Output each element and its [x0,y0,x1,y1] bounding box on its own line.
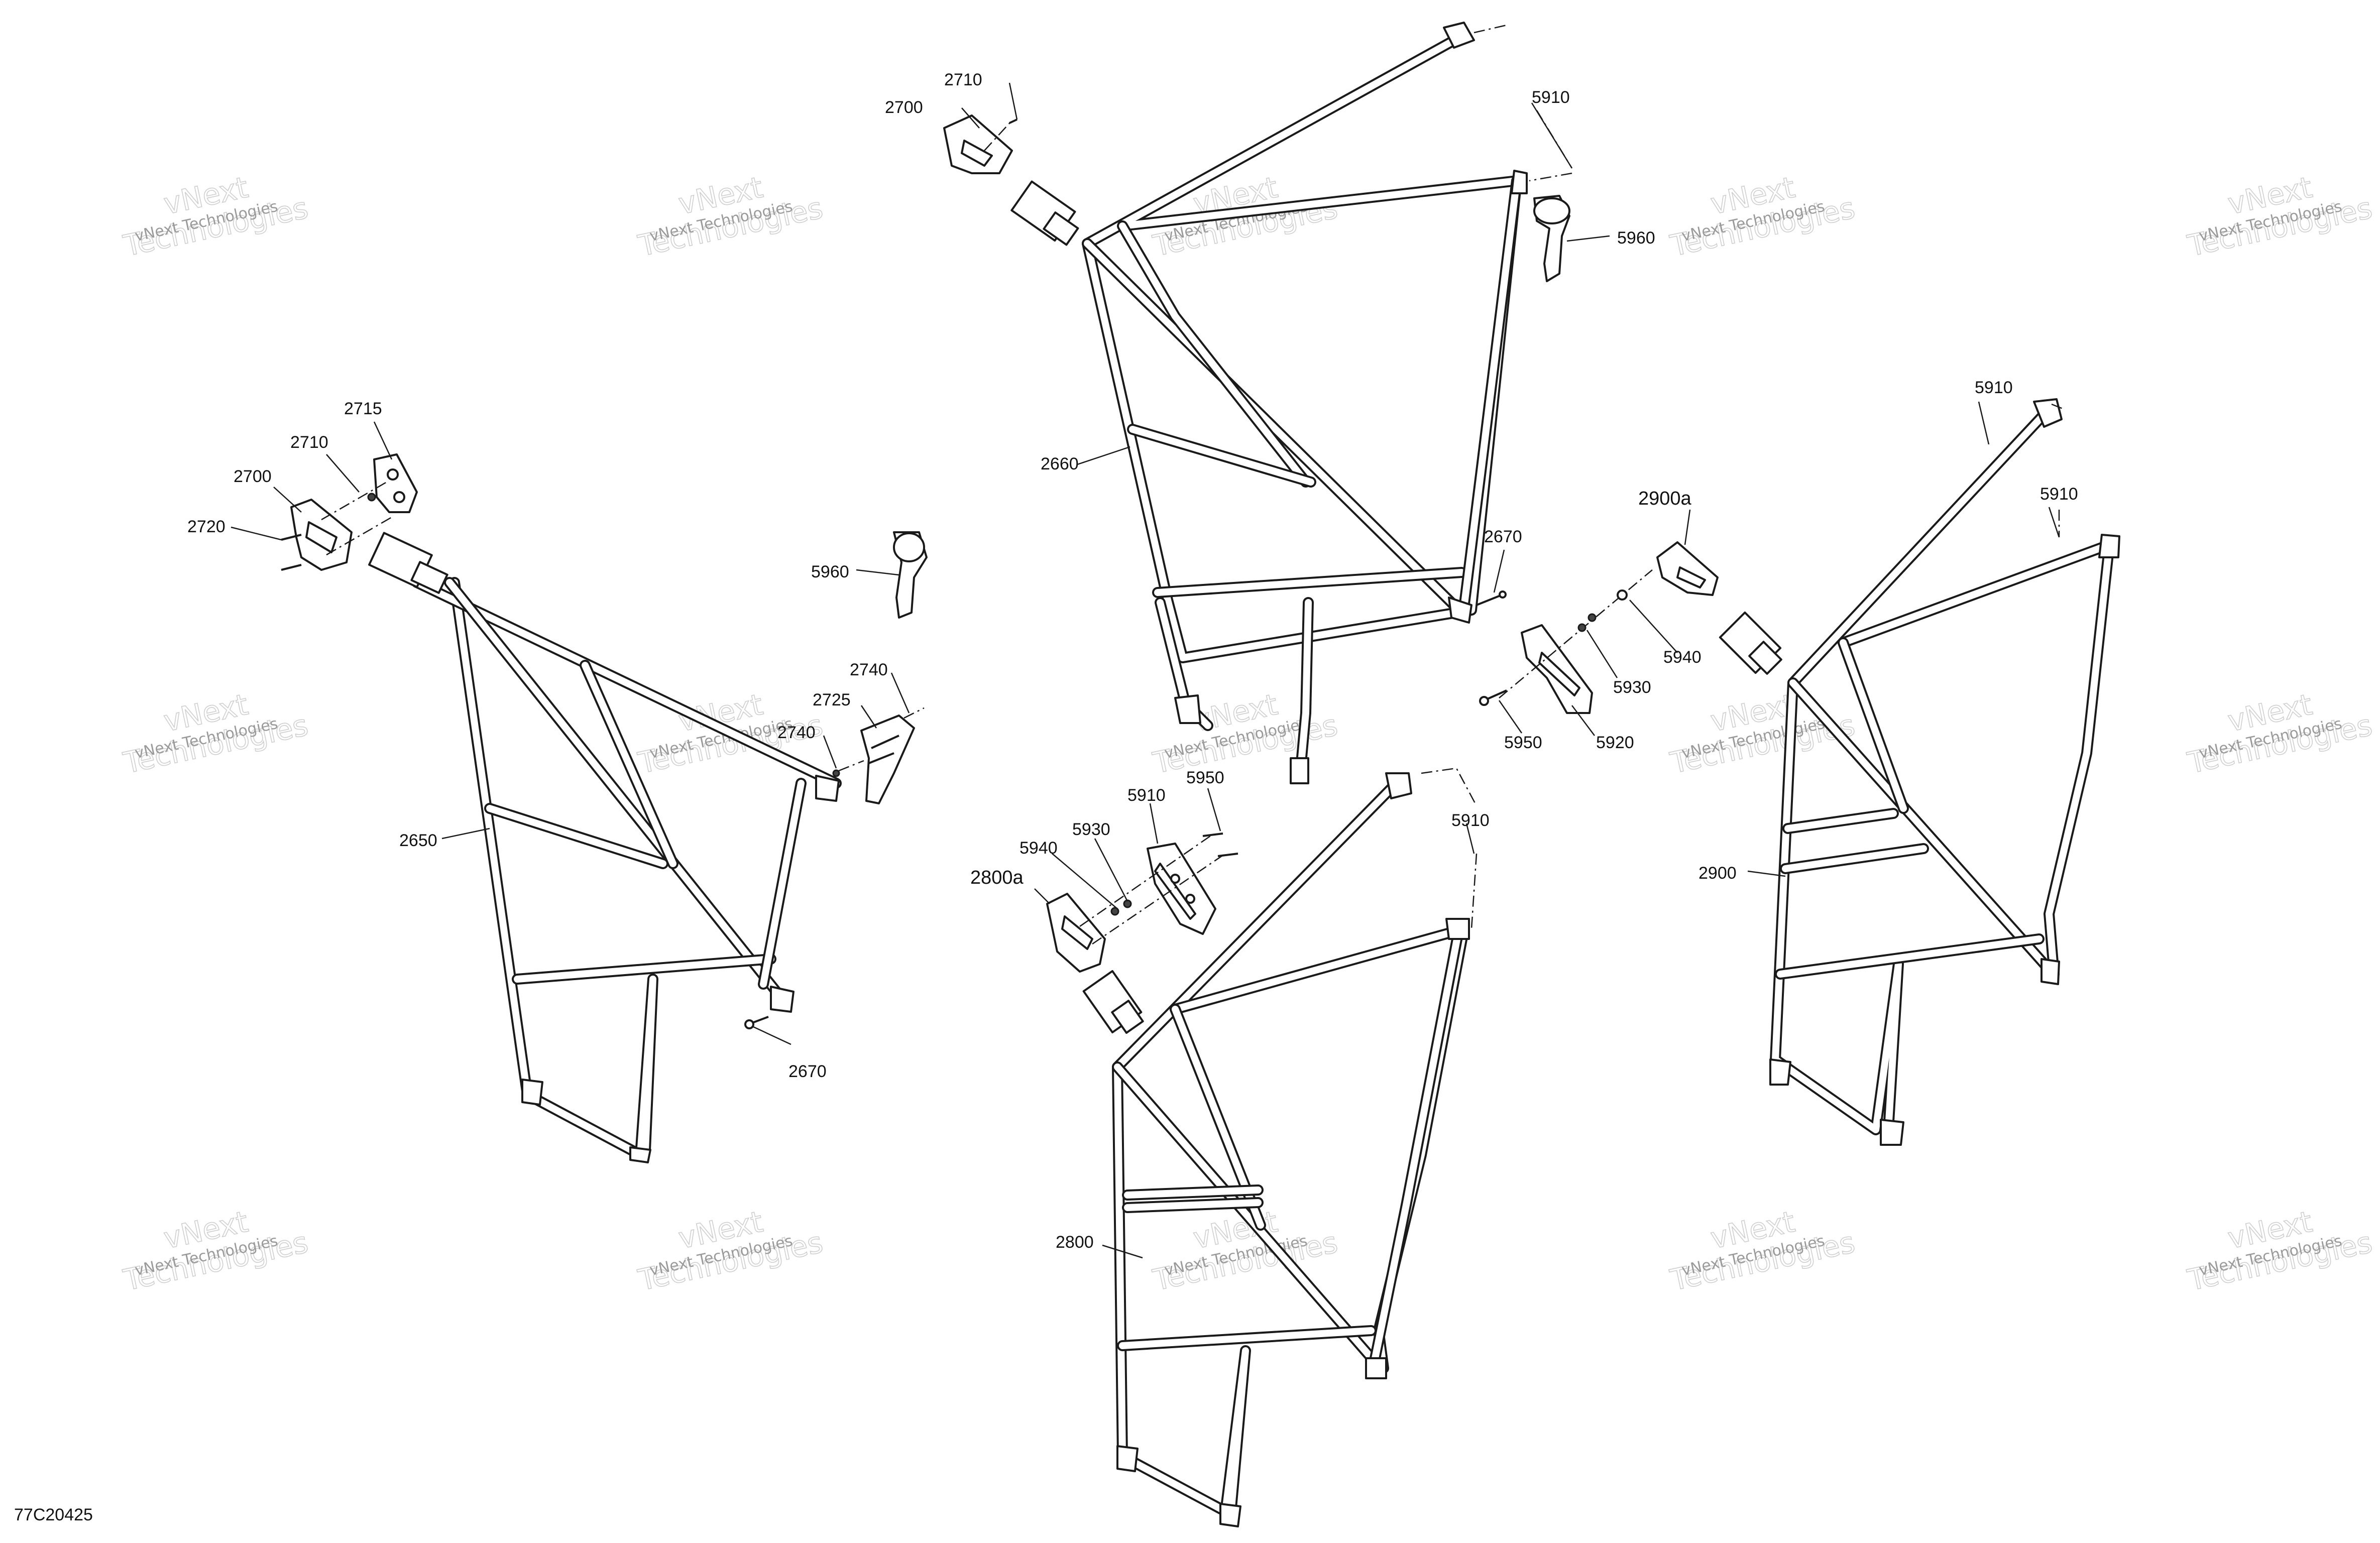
callouts: 2710 2700 5910 5960 2660 2670 2900a 5940… [187,70,2078,1252]
callout-2800a: 2800a [970,867,1024,888]
net-2900 [1719,398,2120,1146]
callout-5910-top: 5910 [1532,88,1570,107]
callout-2720: 2720 [187,517,225,536]
callout-5910-right-b: 5910 [2040,485,2078,504]
callout-5950-mid: 5950 [1186,768,1224,787]
callout-2650: 2650 [399,831,437,850]
fasteners-left [281,481,392,571]
callout-2700-top: 2700 [885,98,923,117]
callout-5910-mid: 5910 [1127,786,1166,805]
callout-5950-right: 5950 [1504,733,1542,752]
bracket-2700-top [943,114,1017,174]
callout-2900a: 2900a [1638,488,1692,509]
callout-2725: 2725 [813,690,851,709]
callout-2715: 2715 [344,399,382,418]
net-2800 [1082,772,1470,1527]
leaders [231,82,2060,1259]
callout-5920: 5920 [1596,733,1634,752]
fasteners-bottom [1079,833,1238,945]
callout-2740-a: 2740 [850,660,888,679]
handle-5960-top [1533,195,1570,282]
callout-5960-top: 5960 [1617,228,1655,248]
bracket-2800a [1046,893,1106,973]
callout-2670-left: 2670 [788,1062,827,1081]
bracket-2700-left [290,499,353,571]
callout-5940-mid: 5940 [1019,839,1058,858]
callout-2700-left: 2700 [234,467,272,486]
net-2650 [368,532,842,1163]
guard-2725 [832,707,925,804]
callout-2710-left: 2710 [290,433,328,452]
bracket-2900a [1656,541,1719,596]
assembly-lines [1421,24,2065,929]
callout-2800: 2800 [1056,1233,1094,1252]
callout-5960-left: 5960 [811,562,849,581]
fasteners-right [1479,569,1653,706]
callout-2900: 2900 [1698,864,1737,883]
callout-2710-top: 2710 [944,70,982,89]
callout-5930-mid: 5930 [1072,820,1110,839]
drawing-code: 77C20425 [14,1505,93,1524]
bracket-2715 [373,453,418,513]
callout-5930-right: 5930 [1613,678,1651,697]
screw-2670-left [744,1016,769,1029]
screw-2670-top [1476,590,1507,606]
callout-5910-mid-right: 5910 [1451,811,1490,830]
callout-5910-right-a: 5910 [1975,378,2013,397]
callout-2740-b: 2740 [777,723,816,742]
callout-2670-top: 2670 [1484,527,1522,546]
callout-5940-right: 5940 [1663,648,1702,667]
handle-5960-left [893,531,928,619]
callout-2660: 2660 [1041,454,1079,473]
plate-5910 [1147,843,1216,935]
bracket-5920 [1521,624,1593,714]
net-2660 [1010,22,1528,784]
